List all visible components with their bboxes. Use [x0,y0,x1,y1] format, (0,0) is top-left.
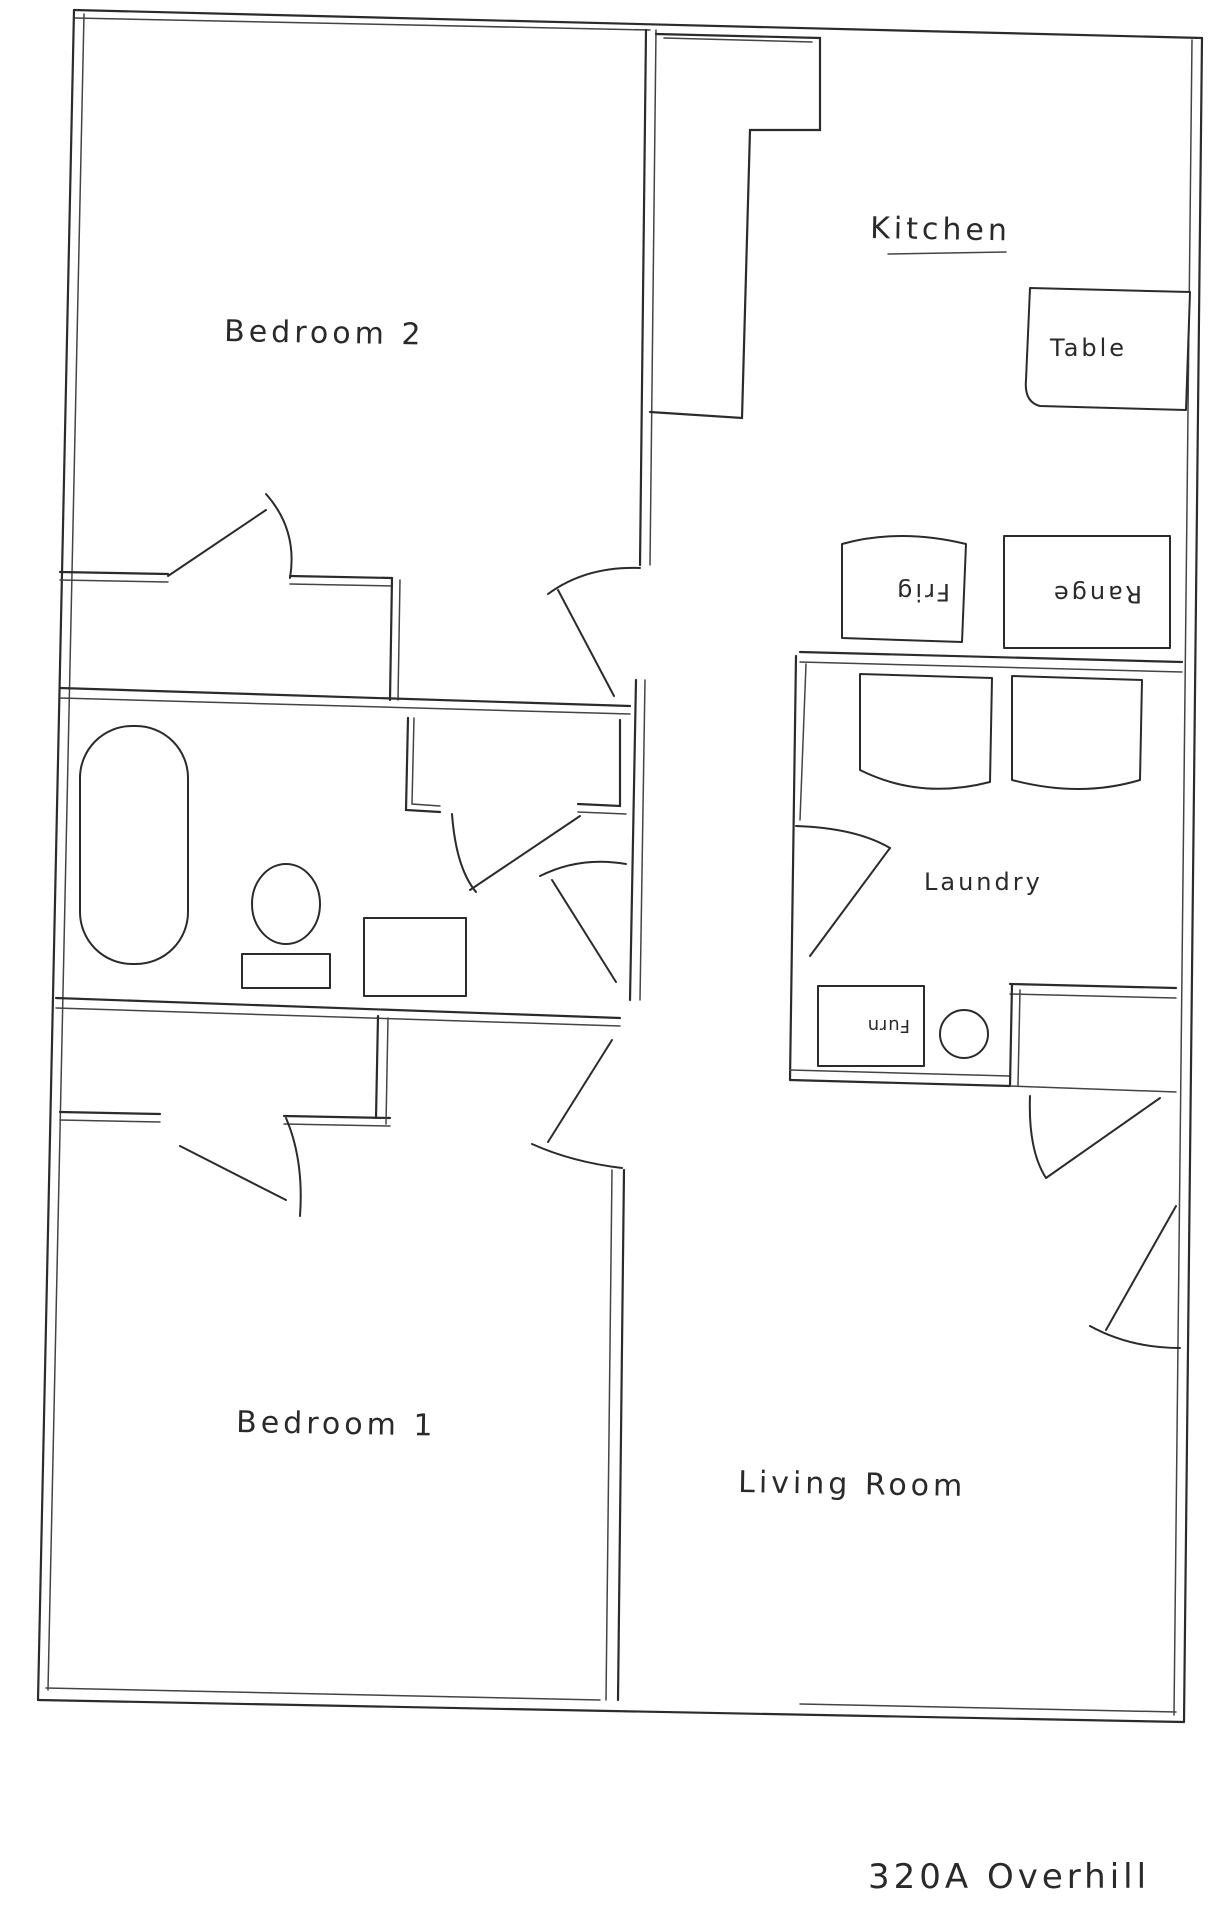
water-heater [939,1009,989,1059]
bathroom-door [451,813,581,893]
bedroom-1-label: Bedroom 1 [236,1405,437,1443]
bedroom1-hall-door [531,1039,623,1169]
kitchen-counter [648,32,822,420]
furnace [817,985,925,1067]
frig-label: Frig [894,578,950,606]
range-label: Range [1051,580,1142,608]
linen-closet-door [539,860,627,983]
kitchen-table [1024,287,1191,411]
bathtub [79,725,189,965]
outer-walls [36,8,1204,1724]
laundry-label: Laundry [924,868,1043,896]
bathroom-walls [54,716,627,1027]
kitchen-label: Kitchen [870,211,1011,248]
furn-label: Furn [867,1015,910,1036]
bedroom2-hall-door [547,566,641,697]
dryer [1011,675,1143,790]
closet-door [1028,1095,1161,1179]
vanity [363,917,467,997]
center-wall [605,28,657,1702]
bedroom2-south-wall [58,570,632,715]
exterior-door [1089,1205,1181,1349]
laundry-door [795,825,891,957]
address-caption: 320A Overhill [868,1857,1150,1897]
bedroom-2-label: Bedroom 2 [224,314,425,352]
kitchen-underline [887,251,1007,255]
bedroom1-door [179,1117,302,1217]
bedroom2-door [167,493,293,579]
refrigerator [841,535,967,643]
table-label: Table [1049,334,1127,362]
washer [859,673,993,790]
living-room-label: Living Room [738,1465,967,1504]
laundry-walls [788,650,1184,1093]
range [1003,535,1171,649]
bedroom1-north-wall [58,1014,392,1127]
toilet [241,863,331,989]
